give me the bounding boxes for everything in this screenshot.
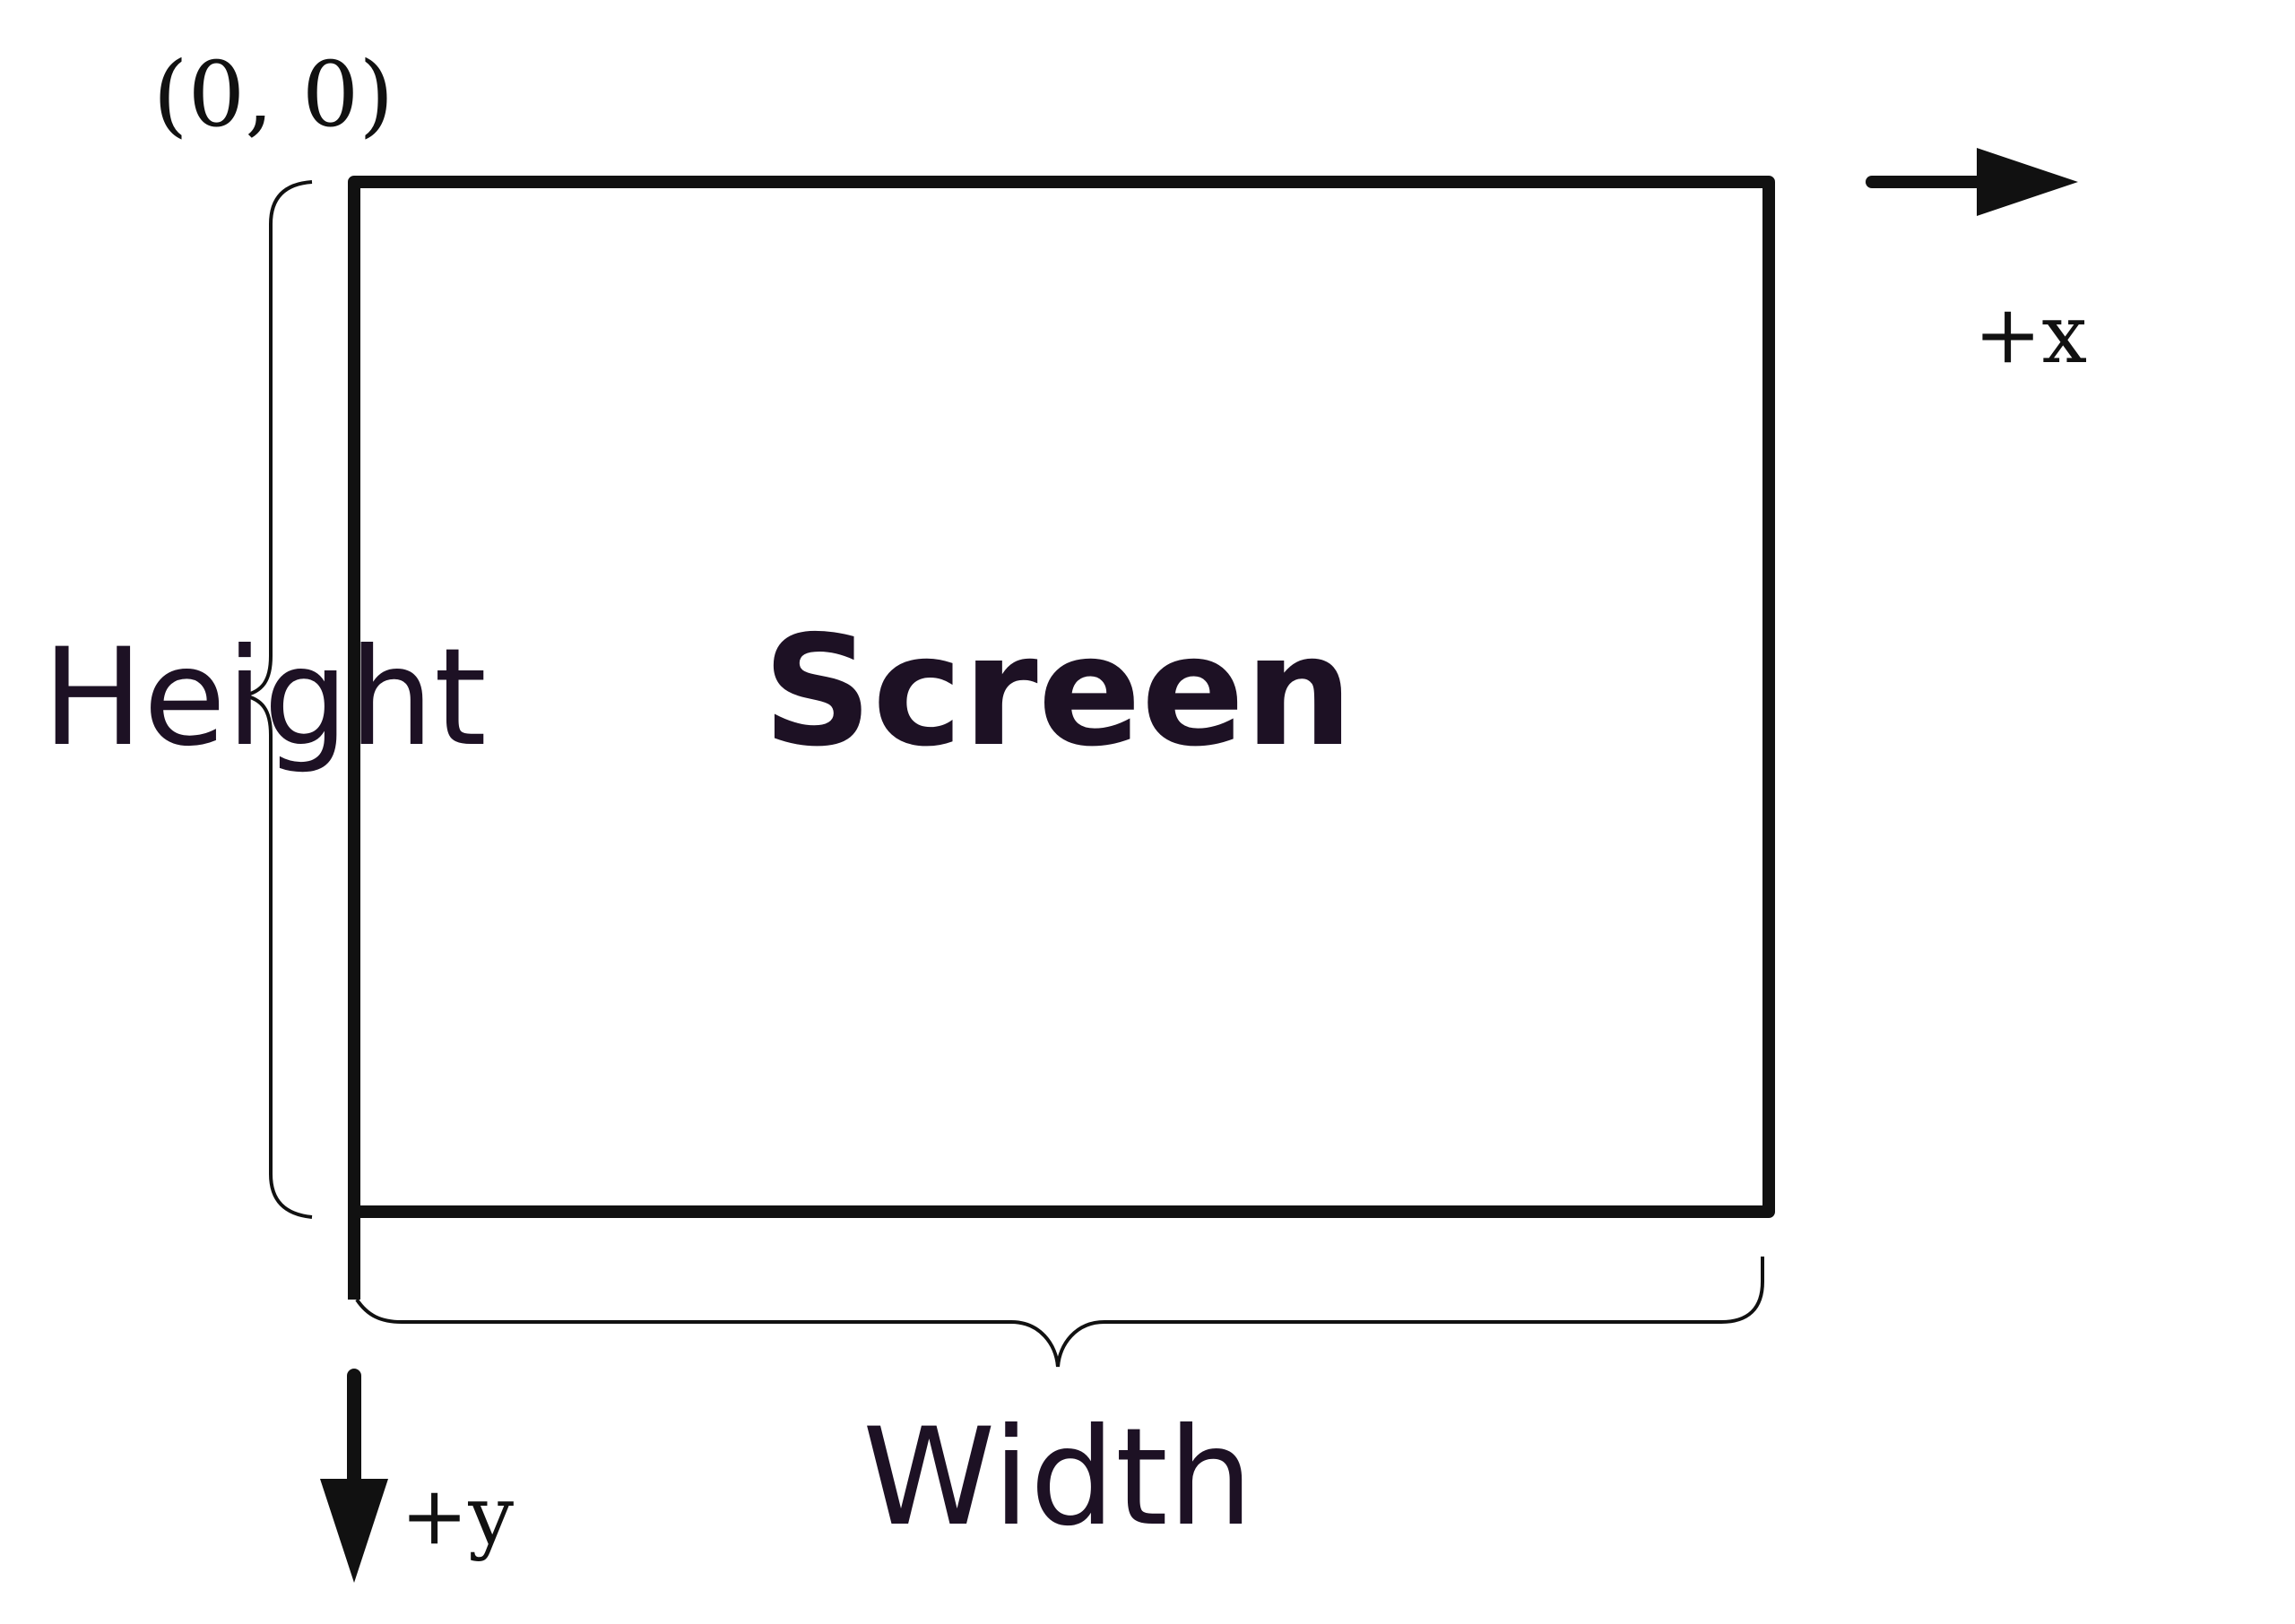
y-axis-arrow bbox=[320, 1212, 388, 1583]
screen-label: Screen bbox=[763, 603, 1354, 781]
x-axis-arrow bbox=[1866, 148, 2078, 216]
width-brace bbox=[355, 1257, 1764, 1368]
screen-rectangle bbox=[348, 176, 1775, 1218]
width-label: Width bbox=[862, 1400, 1253, 1556]
height-label: Height bbox=[42, 620, 487, 776]
height-brace bbox=[243, 180, 313, 1219]
x-axis-label: +x bbox=[1974, 288, 2087, 382]
y-axis-label: +y bbox=[401, 1469, 514, 1563]
origin-label: (0, 0) bbox=[153, 42, 394, 147]
